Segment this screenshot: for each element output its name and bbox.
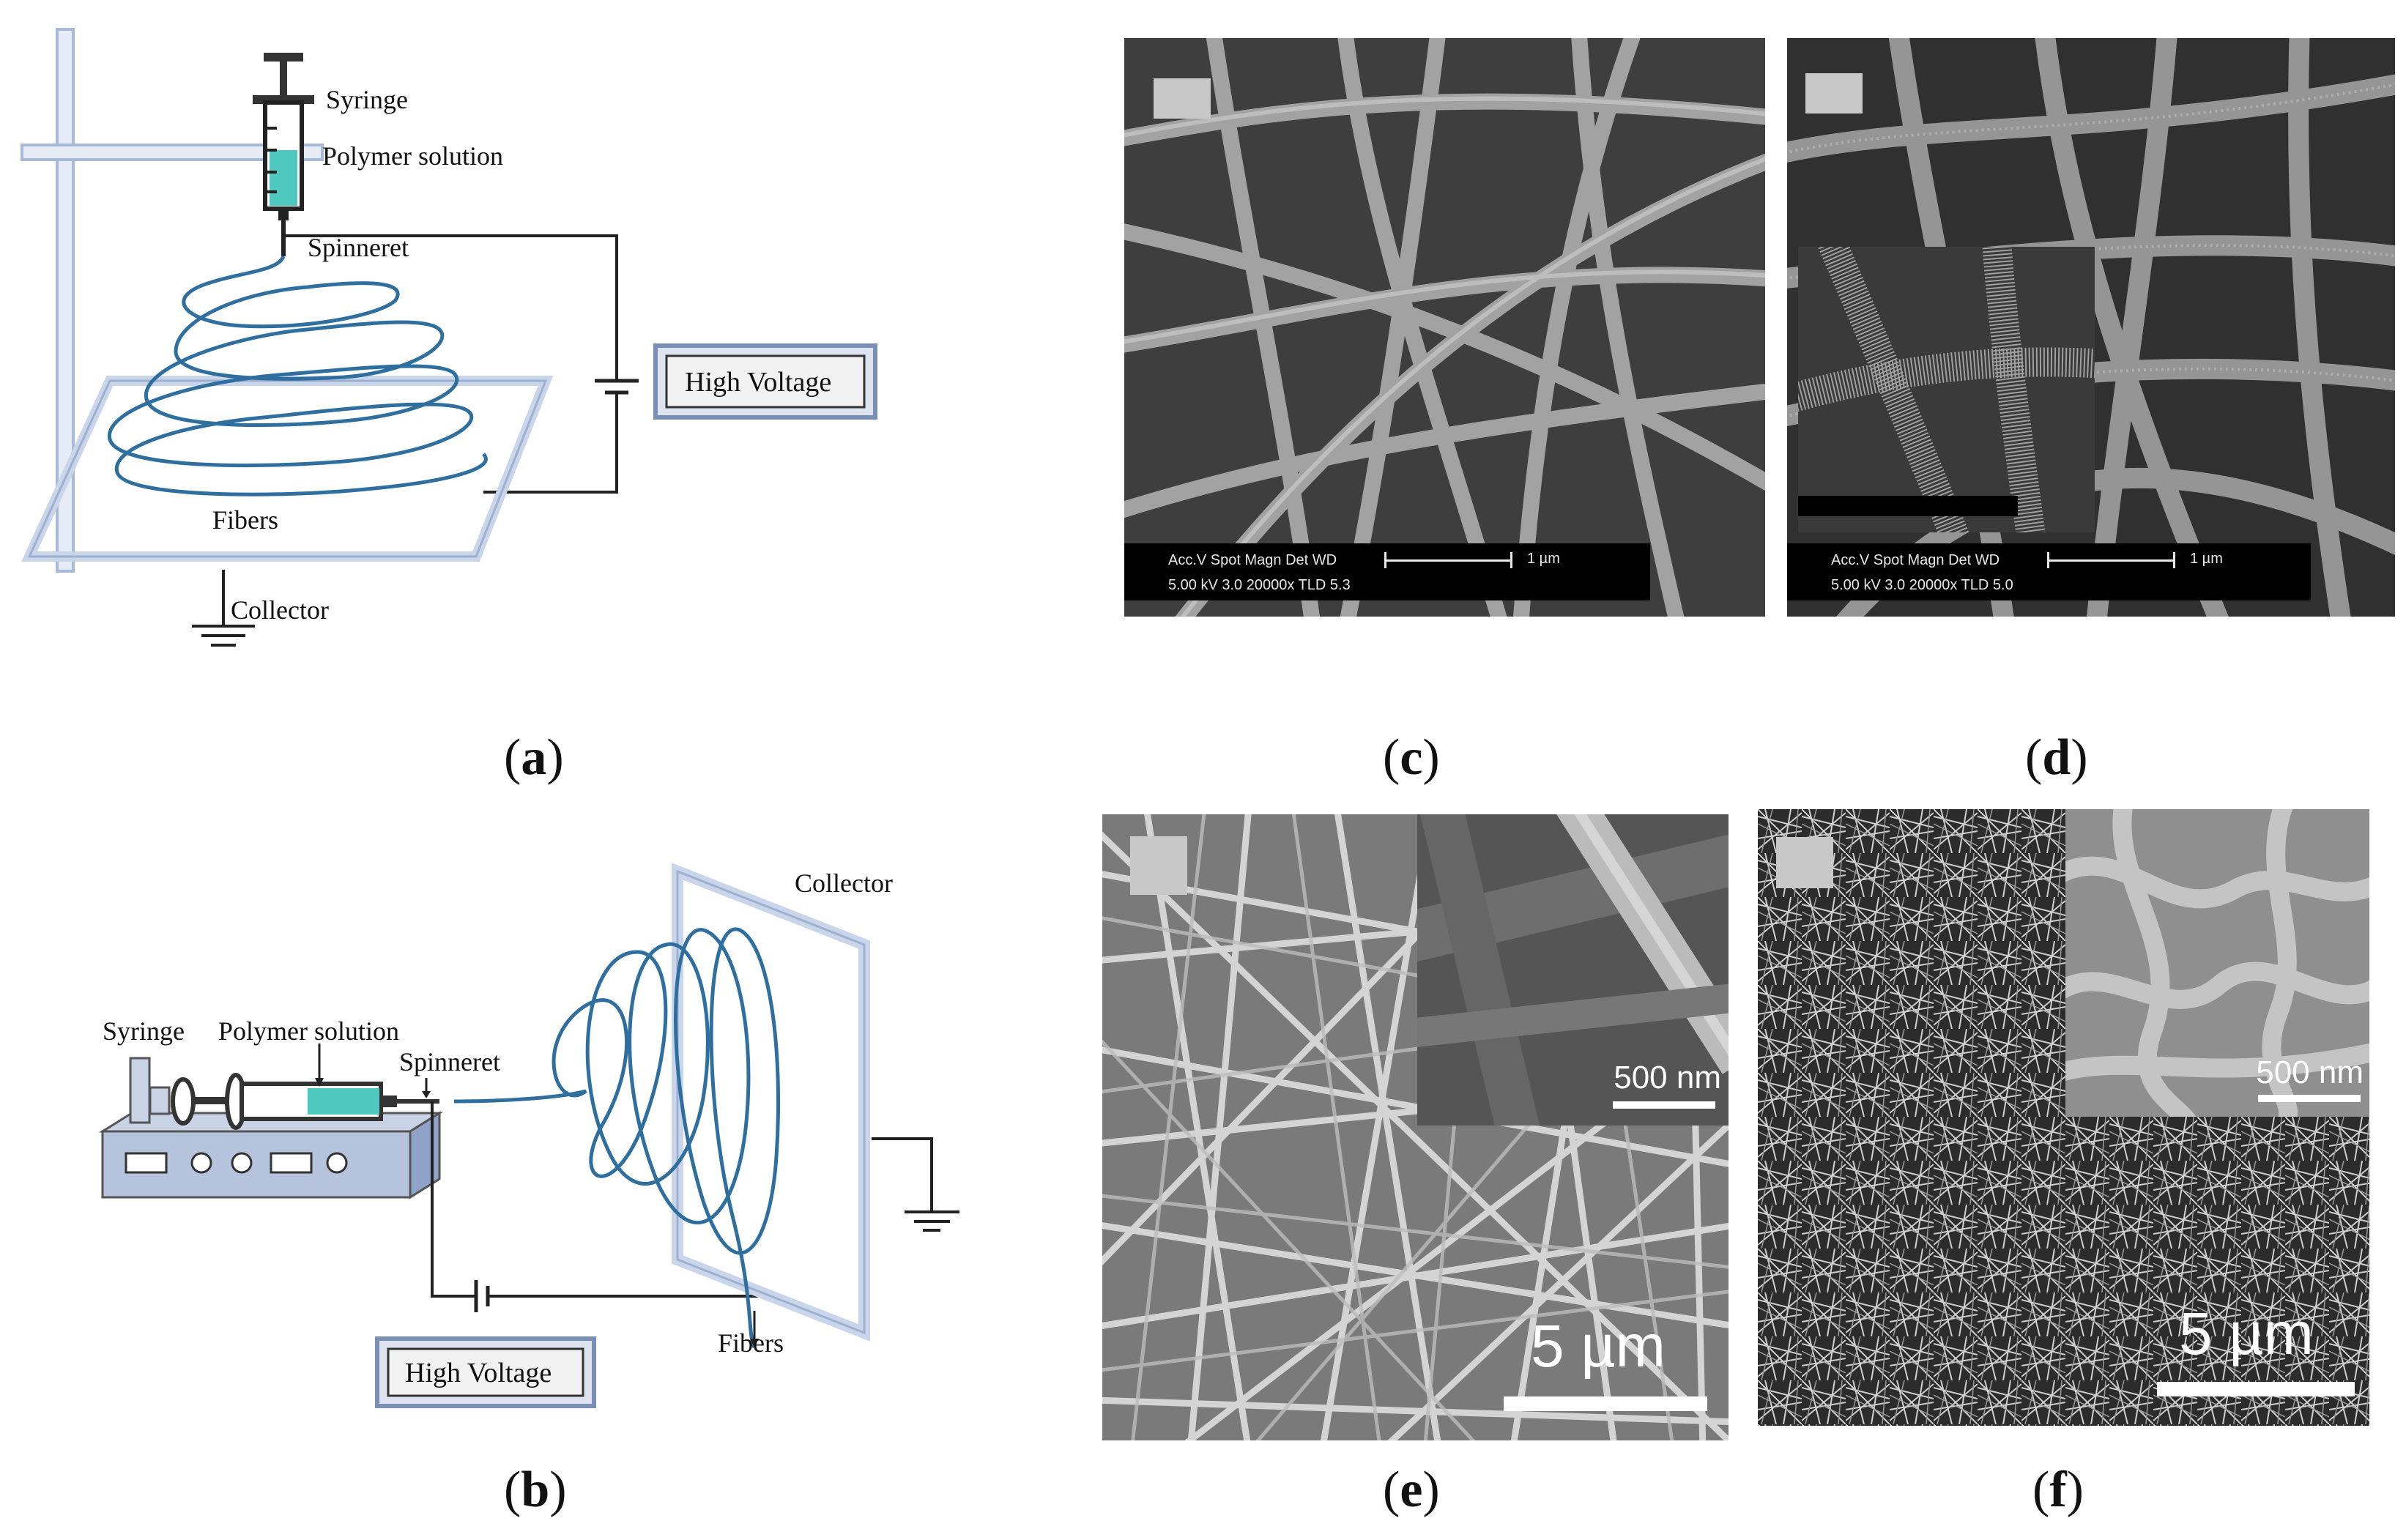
label-fibers-a: Fibers [212,505,278,535]
scale-label-d: 1 µm [2190,551,2223,567]
caption-a: (a) [504,729,564,786]
label-fibers-b: Fibers [718,1328,784,1358]
label-high-voltage-a: High Voltage [685,367,831,398]
scale-label-f: 5 µm [2179,1301,2314,1367]
info-row2-d: 5.00 kV 3.0 20000x TLD 5.0 [1831,577,2013,593]
electrospinning-vertical-setup: Syringe Polymer solution Spinneret High … [21,28,877,647]
inset-scale-label-f: 500 nm [2256,1054,2364,1090]
label-syringe-a: Syringe [326,85,408,114]
label-collector-a: Collector [231,595,329,625]
inset-fiber-texture-d [1798,247,2095,532]
label-spinneret-b: Spinneret [399,1047,500,1076]
caption-c: (c) [1383,729,1440,786]
inset-image-f: 500 nm [2065,809,2369,1117]
collector-plate [21,376,554,562]
syringe-icon [253,53,314,256]
info-row2-c: 5.00 kV 3.0 20000x TLD 5.3 [1168,577,1351,593]
fiber-loops-b [453,927,781,1349]
panel-b-diagram: Collector Syringe Polymer solution Spinn… [0,806,981,1465]
high-voltage-box-b [375,1336,596,1408]
stand-pole [56,28,75,573]
fiber-spiral-a [108,255,488,496]
circuit-wire-left [431,1101,475,1298]
scale-bar-e [1504,1396,1707,1411]
collector-frame [672,863,870,1342]
info-bar-c: Acc.V Spot Magn Det WD 5.00 kV 3.0 20000… [1124,543,1650,600]
inset-fiber-texture-f [2065,809,2369,1117]
sem-image-e: 500 nm 5 µm [1102,814,1729,1440]
info-row1-d: Acc.V Spot Magn Det WD [1831,552,2000,568]
label-collector-b: Collector [795,868,893,898]
panel-label-box-e [1130,836,1187,895]
sem-image-d: Acc.V Spot Magn Det WD 5.00 kV 3.0 20000… [1787,38,2395,617]
high-voltage-box-a [653,343,877,420]
sem-image-f: 500 nm 5 µm [1758,809,2369,1426]
caption-e: (e) [1383,1462,1440,1518]
info-row1-c: Acc.V Spot Magn Det WD [1168,552,1337,568]
scale-label-e: 5 µm [1531,1313,1666,1380]
panel-label-box-d [1805,73,1863,114]
inset-scale-bar-f [2258,1095,2361,1102]
caption-d: (d) [2025,729,2088,786]
label-polymer-solution-b: Polymer solution [218,1016,399,1046]
circuit-wire-bottom [483,393,618,494]
fiber-texture-c [1124,38,1765,617]
scale-label-c: 1 µm [1527,551,1560,567]
electrospinning-horizontal-setup: Collector Syringe Polymer solution Spinn… [98,863,959,1408]
inset-scale-label-e: 500 nm [1614,1060,1721,1096]
inset-fiber-texture-e [1417,814,1729,1126]
scale-bar-c [1384,559,1512,562]
panel-a-diagram: Syringe Polymer solution Spinneret High … [0,0,908,659]
stand-arm [21,144,324,161]
caption-b: (b) [504,1462,567,1518]
scale-bar-f [2157,1382,2355,1396]
panel-label-box-f [1776,837,1833,888]
inset-image-d [1798,247,2095,532]
label-polymer-solution-a: Polymer solution [322,141,503,171]
caption-f: (f) [2032,1462,2084,1518]
scale-bar-d [2047,559,2175,562]
label-syringe-b: Syringe [103,1016,185,1046]
panel-label-box-c [1154,78,1211,119]
label-high-voltage-b: High Voltage [405,1358,552,1388]
circuit-wire-top [283,234,618,381]
syringe-pump-icon [98,1057,444,1199]
sem-image-c: Acc.V Spot Magn Det WD 5.00 kV 3.0 20000… [1124,38,1765,617]
info-bar-d: Acc.V Spot Magn Det WD 5.00 kV 3.0 20000… [1787,543,2311,600]
inset-scale-bar-e [1613,1101,1715,1109]
inset-image-e: 500 nm [1417,814,1729,1126]
label-spinneret-a: Spinneret [308,233,409,262]
